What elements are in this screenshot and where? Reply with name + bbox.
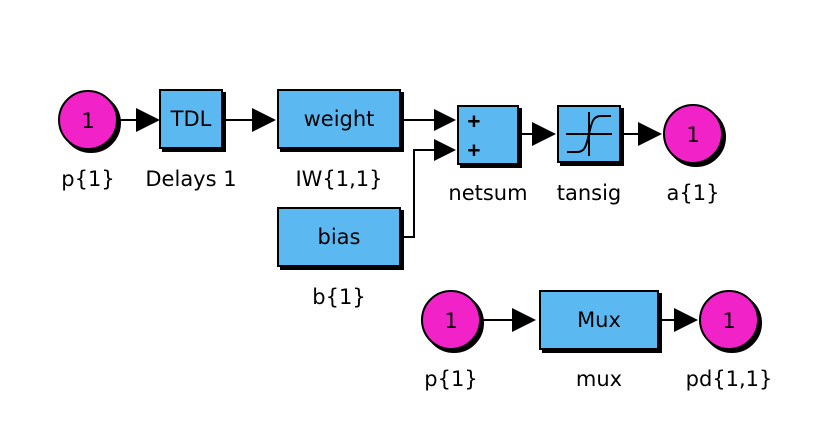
bias-block-rect [277,207,401,267]
port-input-p1-mux-number: 1 [444,309,457,333]
port-output-a1[interactable]: 1 [663,104,723,164]
weight-block-label: IW{1,1} [295,167,382,191]
port-output-pd11-number: 1 [722,309,735,333]
mux-block[interactable]: Mux [539,290,659,350]
port-output-pd11[interactable]: 1 [699,290,759,350]
netsum-sign-plus-top: + [468,109,481,133]
bias-block-label: b{1} [312,285,365,309]
port-input-p1-mux-circle [421,290,481,350]
port-output-pd11-label: pd{1,1} [686,367,773,391]
arrowhead-tansig-input [532,122,556,146]
arrowhead-pd11-input [674,308,698,332]
bias-block[interactable]: bias [277,207,401,267]
tdl-block-text: TDL [170,107,212,131]
port-input-p1-mux-label: p{1} [424,367,477,391]
weight-block-rect [277,89,401,149]
arrowhead-netsum-input-top [434,109,456,131]
mux-block-label: mux [576,367,622,391]
wire-bias-to-netsum [400,149,438,238]
arrowhead-a1-input [638,122,662,146]
bias-block-text: bias [318,225,361,249]
netsum-block-rect [457,105,519,165]
port-output-a1-circle [663,104,723,164]
arrowhead-tdl-input [136,108,160,132]
tansig-block-label: tansig [557,181,622,205]
labels: p{1} Delays 1 IW{1,1} netsum tansig a{1}… [61,167,772,391]
arrowhead-mux-input [512,308,536,332]
port-output-a1-label: a{1} [667,181,720,205]
port-input-p1-mux[interactable]: 1 [421,290,481,350]
tansig-curve-icon [566,112,612,156]
port-output-pd11-circle [699,290,759,350]
port-input-p1-circle [58,90,118,150]
tdl-block-rect [159,89,223,149]
tansig-block[interactable] [557,105,621,163]
weight-block[interactable]: weight [277,89,401,149]
arrowheads [136,108,698,332]
mux-block-rect [539,290,659,350]
tdl-block[interactable]: TDL [159,89,223,149]
tdl-block-label: Delays 1 [145,167,236,191]
netsum-block-label: netsum [448,181,527,205]
weight-block-text: weight [304,107,375,131]
arrowhead-netsum-input-bottom [434,139,456,161]
netsum-sign-plus-bottom: + [468,138,481,162]
arrowhead-weight-input [252,108,276,132]
port-output-a1-number: 1 [686,123,699,147]
mux-block-text: Mux [577,308,621,332]
port-input-p1-label: p{1} [61,167,114,191]
port-input-p1-number: 1 [81,109,94,133]
connections [118,119,678,321]
port-input-p1[interactable]: 1 [58,90,118,150]
netsum-block[interactable]: + + [457,105,519,165]
